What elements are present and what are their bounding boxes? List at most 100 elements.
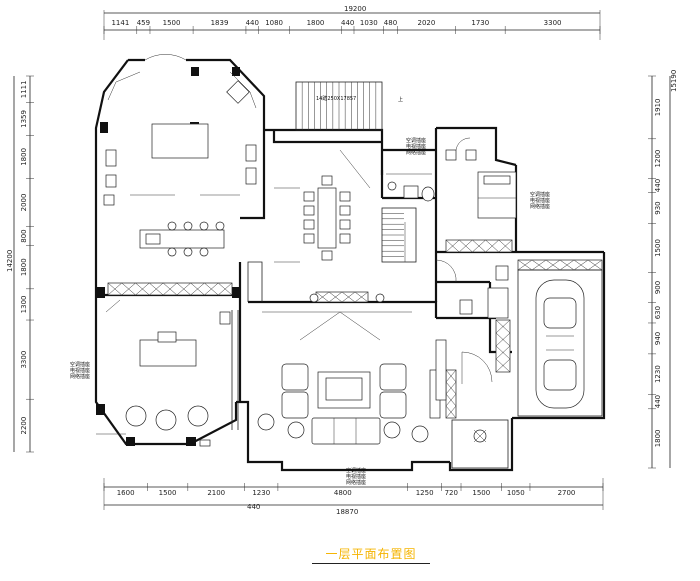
dim-label: 440: [341, 19, 354, 27]
dim-label: 1500: [654, 239, 662, 257]
svg-text:电视插座: 电视插座: [70, 367, 90, 374]
living-room: [257, 293, 447, 445]
powder-room: [386, 137, 471, 202]
dim-label: 1500: [159, 489, 177, 497]
dim-label: 1250: [416, 489, 434, 497]
svg-text:电视插座: 电视插座: [346, 473, 366, 480]
cabinet: [103, 194, 115, 206]
svg-text:空调插座: 空调插座: [70, 361, 90, 368]
svg-text:空调插座: 空调插座: [406, 137, 426, 144]
sofa: [311, 417, 381, 445]
kitchen-area: [103, 54, 257, 206]
svg-text:网络插座: 网络插座: [406, 149, 426, 156]
svg-text:空调插座: 空调插座: [346, 467, 366, 474]
dim-label: 440: [654, 395, 662, 408]
dim-label: 1200: [654, 150, 662, 168]
dim-label: 1050: [507, 489, 525, 497]
dim-label: 1030: [360, 19, 378, 27]
sink: [105, 149, 117, 167]
kitchen-island: [151, 123, 209, 159]
top-total-dim: 19200: [344, 5, 366, 13]
svg-text:电视插座: 电视插座: [406, 143, 426, 150]
title-underline: [312, 563, 430, 564]
svg-text:空调插座: 空调插座: [530, 191, 550, 198]
guest-bedroom: [445, 149, 517, 219]
appliance: [105, 174, 117, 188]
right-total-dim: 15190: [670, 70, 678, 92]
dim-label: 440: [246, 19, 259, 27]
dim-label: 1730: [471, 19, 489, 27]
electrical-notes: 空调插座 电视插座 网络插座 空调插座 电视插座 网络插座 空调插座 电视插座 …: [70, 137, 550, 486]
svg-text:电视插座: 电视插座: [530, 197, 550, 204]
dim-label: 2000: [20, 194, 28, 212]
dim-label: 1230: [654, 365, 662, 383]
car-icon: [535, 279, 585, 409]
dim-label: 1500: [163, 19, 181, 27]
dim-label: 930: [654, 201, 662, 214]
dim-label: 1839: [211, 19, 229, 27]
left-dimensions: 14200 1111 1359 1800 2000 800 1800 1300 3300 220…: [6, 75, 34, 453]
dim-label: 1800: [654, 429, 662, 447]
dim-label: 4800: [334, 489, 352, 497]
dim-label: 1111: [20, 80, 28, 98]
service-rooms: [435, 259, 509, 319]
internal-stair: [381, 207, 417, 263]
right-dimensions: 15190 1910 1200 440 930 1500 900 630 940 1230 440…: [648, 70, 678, 469]
armchair: [379, 363, 407, 391]
dim-label: 1230: [252, 489, 270, 497]
dim-label: 1600: [117, 489, 135, 497]
svg-text:网络插座: 网络插座: [70, 373, 90, 380]
dim-label: 940: [654, 332, 662, 345]
svg-text:网络插座: 网络插座: [346, 479, 366, 486]
garage: [517, 269, 603, 417]
dim-label: 1300: [20, 296, 28, 314]
fridge: [245, 144, 257, 162]
coffee-table: [139, 339, 197, 367]
cooktop: [226, 80, 250, 104]
family-room: [96, 299, 231, 447]
dim-label: 459: [137, 19, 150, 27]
svg-text:网络插座: 网络插座: [530, 203, 550, 210]
dim-label: 1910: [654, 98, 662, 116]
dim-label: 2700: [558, 489, 576, 497]
dim-label: 2100: [207, 489, 225, 497]
dim-label: 2200: [20, 417, 28, 435]
breakfast-table: [139, 221, 225, 257]
armchair: [281, 363, 309, 391]
top-dimensions: 19200 1141 459 1500 1839 440 1080 1800 440 1030 4…: [103, 5, 601, 40]
cabinet-strips: [107, 239, 603, 419]
entry-porch: [451, 351, 509, 469]
dim-label: 1800: [20, 258, 28, 276]
dim-label: 900: [654, 281, 662, 294]
bottom-small-dim: 440: [247, 503, 260, 511]
dining-room: [274, 149, 371, 263]
dim-label: 2020: [418, 19, 436, 27]
dining-table: [317, 187, 337, 249]
left-total-dim: 14200: [6, 250, 14, 272]
dim-label: 1500: [472, 489, 490, 497]
dim-label: 1080: [265, 19, 283, 27]
plan-title: 一层平面布置图: [325, 547, 417, 561]
armchair: [379, 391, 407, 419]
exterior-walls: [94, 58, 606, 472]
dim-label: 1141: [111, 19, 129, 27]
bottom-total-dim: 18870: [336, 508, 358, 516]
stair-label: 14踏250X17857: [316, 95, 356, 102]
dim-label: 1800: [307, 19, 325, 27]
dim-label: 440: [654, 179, 662, 192]
dim-label: 1359: [20, 110, 28, 128]
dim-label: 630: [654, 306, 662, 319]
armchair: [281, 391, 309, 419]
entry-stair: 14踏250X17857 上: [295, 81, 403, 131]
stair-up-label: 上: [398, 96, 403, 103]
dim-label: 1800: [20, 148, 28, 166]
dim-label: 480: [384, 19, 397, 27]
dim-label: 3300: [544, 19, 562, 27]
dim-label: 3300: [20, 351, 28, 369]
dim-label: 800: [20, 229, 28, 242]
oven: [245, 167, 257, 185]
plant-icon: [287, 421, 305, 439]
plant-icon: [383, 421, 401, 439]
